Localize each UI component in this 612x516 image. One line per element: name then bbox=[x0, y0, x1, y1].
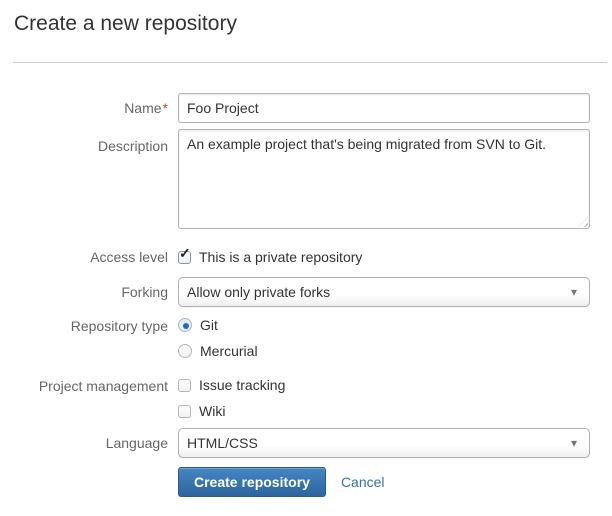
language-select-value: HTML/CSS bbox=[187, 435, 258, 451]
create-repository-button[interactable]: Create repository bbox=[178, 467, 326, 497]
repository-type-option-git[interactable]: Git bbox=[178, 315, 590, 335]
issue-tracking-checkbox[interactable] bbox=[178, 378, 191, 392]
language-select[interactable]: HTML/CSS ▾ bbox=[178, 428, 590, 458]
form-row-name: Name* bbox=[0, 93, 612, 123]
checkmark-icon: ✓ bbox=[179, 244, 191, 261]
forking-select[interactable]: Allow only private forks ▾ bbox=[178, 277, 590, 307]
page-title: Create a new repository bbox=[14, 12, 237, 35]
private-repository-label: This is a private repository bbox=[199, 249, 363, 265]
git-radio[interactable] bbox=[178, 318, 192, 332]
forking-label: Forking bbox=[121, 284, 168, 300]
name-label: Name* bbox=[0, 93, 168, 123]
issue-tracking-option[interactable]: Issue tracking bbox=[178, 375, 590, 395]
name-label-text: Name bbox=[124, 100, 162, 116]
access-level-label: Access level bbox=[90, 249, 168, 265]
issue-tracking-label: Issue tracking bbox=[199, 377, 286, 393]
description-textarea[interactable]: An example project that's being migrated… bbox=[178, 129, 590, 229]
create-repository-page: Create a new repository Name* Descriptio… bbox=[0, 12, 612, 497]
form-row-description: Description An example project that's be… bbox=[0, 129, 612, 229]
project-management-control: Issue tracking Wiki bbox=[178, 375, 590, 421]
mercurial-radio[interactable] bbox=[178, 344, 192, 358]
access-level-control: ✓ This is a private repository bbox=[178, 246, 590, 267]
wiki-option[interactable]: Wiki bbox=[178, 401, 590, 421]
wiki-checkbox[interactable] bbox=[178, 404, 191, 418]
mercurial-radio-label: Mercurial bbox=[200, 343, 258, 359]
private-repository-checkbox[interactable]: ✓ bbox=[178, 246, 191, 264]
chevron-down-icon: ▾ bbox=[570, 436, 577, 450]
private-repository-option[interactable]: ✓ This is a private repository bbox=[178, 246, 590, 267]
form-row-language: Language HTML/CSS ▾ bbox=[0, 428, 612, 458]
repository-type-option-mercurial[interactable]: Mercurial bbox=[178, 341, 590, 361]
divider bbox=[13, 62, 607, 63]
language-label: Language bbox=[105, 435, 168, 451]
resize-grip-icon[interactable] bbox=[578, 217, 588, 227]
cancel-link[interactable]: Cancel bbox=[340, 474, 385, 490]
wiki-label: Wiki bbox=[199, 403, 226, 419]
description-label: Description bbox=[97, 138, 168, 154]
create-repository-form: Name* Description An example project tha… bbox=[0, 93, 612, 497]
repository-type-control: Git Mercurial bbox=[178, 315, 590, 361]
form-row-repository-type: Repository type Git Mercurial bbox=[0, 315, 612, 361]
radio-dot bbox=[183, 323, 189, 329]
form-row-actions: Create repository Cancel bbox=[0, 467, 612, 497]
repository-type-label: Repository type bbox=[70, 318, 168, 334]
git-radio-label: Git bbox=[200, 317, 218, 333]
required-asterisk: * bbox=[162, 100, 168, 116]
form-row-access-level: Access level ✓ This is a private reposit… bbox=[0, 246, 612, 267]
description-textarea-wrap: An example project that's being migrated… bbox=[178, 129, 590, 229]
form-row-forking: Forking Allow only private forks ▾ bbox=[0, 277, 612, 307]
chevron-down-icon: ▾ bbox=[570, 285, 577, 299]
forking-select-value: Allow only private forks bbox=[187, 284, 331, 300]
project-management-label: Project management bbox=[38, 378, 168, 394]
name-input[interactable] bbox=[178, 93, 590, 123]
form-row-project-management: Project management Issue tracking Wiki bbox=[0, 375, 612, 421]
actions-control: Create repository Cancel bbox=[178, 467, 590, 497]
